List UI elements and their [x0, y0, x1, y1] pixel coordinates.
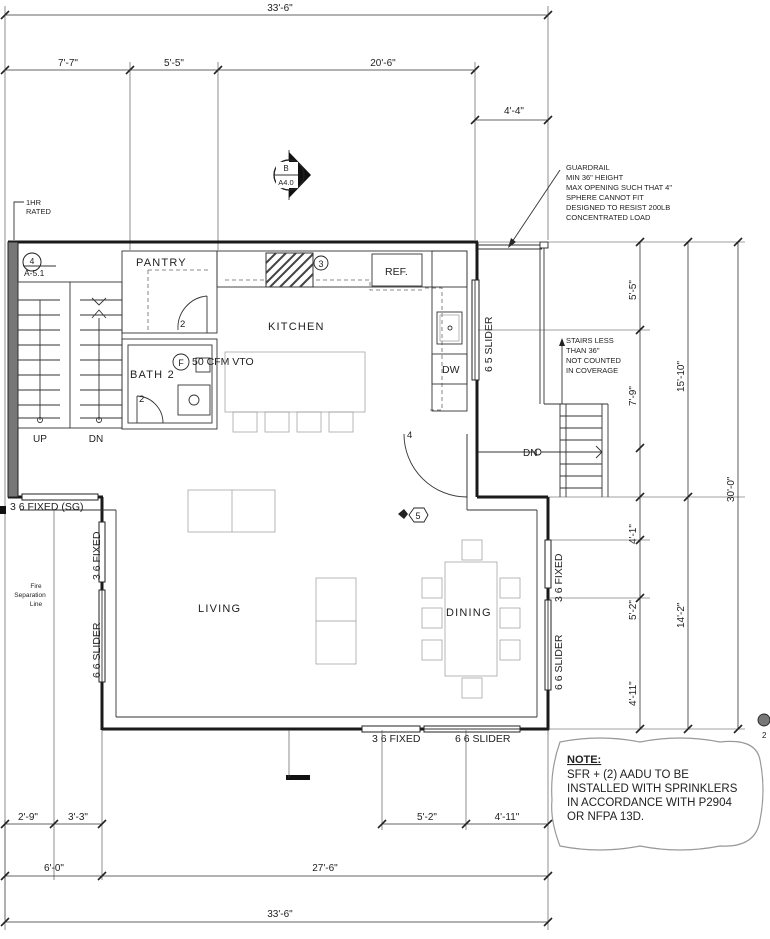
kitchen-slider-label: 6 5 SLIDER	[483, 316, 495, 372]
bath-door-size: 2	[139, 394, 144, 405]
rated-line-1: 1HR	[26, 198, 42, 207]
dim-bottom-left-b: 3'-3"	[68, 812, 88, 823]
dim-right-lower-total: 14'-2"	[676, 602, 687, 628]
elevation-tag-top: B	[283, 164, 288, 173]
dim-bottom-right-b: 4'-11"	[495, 812, 520, 823]
section-tag: 4 A-5.1	[22, 252, 56, 278]
rated-line-2: RATED	[26, 207, 51, 216]
deck-stairs-dn-label: DN	[523, 448, 537, 459]
rated-wall	[7, 241, 19, 498]
dim-right-lower-a: 4'-1"	[628, 524, 639, 544]
deck: DN STAIRS LESS THAN 36" NOT COUNTED IN C…	[478, 241, 621, 497]
stairs-note-line-4: IN COVERAGE	[566, 366, 618, 375]
window-top-left-label: 3 6 FIXED (SG)	[10, 501, 84, 513]
rated-note: 1HR RATED	[13, 198, 51, 240]
window-right-fixed-label: 3 6 FIXED	[553, 553, 565, 602]
stairs-up-label: UP	[33, 434, 47, 445]
detail-tag-right-text: 2	[762, 731, 767, 740]
dw-label: DW	[442, 364, 460, 376]
window-left-fixed-label: 3 6 FIXED	[91, 531, 103, 580]
stairs-note-line-1: STAIRS LESS	[566, 336, 614, 345]
note-line-1: SFR + (2) AADU TO BE	[567, 769, 689, 781]
section-tag-bottom: A-5.1	[24, 268, 45, 278]
note-line-3: IN ACCORDANCE WITH P2904	[567, 797, 732, 809]
fire-sep-line-1: Fire	[30, 583, 42, 590]
pantry-label: PANTRY	[136, 257, 187, 269]
interior-stairs: UP DN	[17, 281, 123, 445]
guardrail-note-line-3: MAX OPENING SUCH THAT 4"	[566, 183, 672, 192]
note-line-4: OR NFPA 13D.	[567, 811, 644, 823]
ref-label: REF.	[385, 266, 408, 278]
pantry: PANTRY 2	[121, 250, 218, 334]
dim-top-seg-2: 5'-5"	[164, 58, 184, 69]
dimensions-right: 5'-5" 7'-9" 4'-1" 5'-2" 4'-11" 15'-10" 1…	[478, 237, 745, 734]
pantry-door-size: 2	[180, 319, 185, 330]
dim-right-upper-b: 7'-9"	[628, 386, 639, 406]
note-line-2: INSTALLED WITH SPRINKLERS	[567, 783, 738, 795]
dim-bottom-total-left: 6'-0"	[44, 863, 64, 874]
window-bottom-slider-label: 6 6 SLIDER	[455, 733, 511, 745]
stairs-note-line-3: NOT COUNTED	[566, 356, 621, 365]
tag-5: 5	[415, 511, 420, 521]
bath-2: F 50 CFM VTO BATH 2 2	[121, 338, 254, 430]
dim-right-upper-total: 15'-10"	[676, 361, 687, 392]
dimension-deck-width: 4'-4"	[470, 106, 553, 125]
dim-overall-top-text: 33'-6"	[267, 3, 293, 14]
dimension-overall-top: 33'-6"	[0, 3, 553, 240]
kitchen-label: KITCHEN	[268, 321, 325, 333]
range-hatch	[265, 252, 314, 288]
dining-label: DINING	[446, 607, 492, 619]
window-bottom-fixed-label: 3 6 FIXED	[372, 733, 421, 745]
section-mark-bottom	[286, 775, 310, 780]
fire-separation: Fire Separation Line	[0, 30, 103, 920]
main-door-size: 4	[407, 430, 412, 441]
fire-sep-line-3: Line	[30, 601, 43, 608]
bath-label: BATH 2	[130, 369, 175, 381]
window-left-slider-label: 6 6 SLIDER	[91, 622, 103, 678]
note-title: NOTE:	[567, 754, 601, 766]
dim-bottom-right-a: 5'-2"	[417, 812, 437, 823]
kitchen: 3 REF. DW KITCHEN 4	[216, 250, 468, 498]
dimension-top-segments: 7'-7" 5'-5" 20'-6"	[0, 58, 480, 250]
living-dining: LIVING DINING 5	[187, 489, 521, 699]
dimensions-bottom: 2'-9" 3'-3" 5'-2" 4'-11" 6'-0" 27'-6" 33…	[0, 730, 553, 930]
dim-right-overall: 30'-0"	[726, 476, 737, 502]
dim-top-seg-3: 20'-6"	[370, 58, 396, 69]
windows: 3 6 FIXED (SG) 3 6 FIXED 6 6 SLIDER 3 6 …	[10, 493, 565, 745]
fire-sep-line-2: Separation	[14, 592, 46, 599]
guardrail-note-line-6: CONCENTRATED LOAD	[566, 213, 651, 222]
dim-overall-bottom: 33'-6"	[267, 909, 293, 920]
dim-right-lower-c: 4'-11"	[628, 681, 639, 706]
stairs-note-line-2: THAN 36"	[566, 346, 600, 355]
vent-symbol: F	[178, 358, 184, 368]
note-box: NOTE: SFR + (2) AADU TO BE INSTALLED WIT…	[551, 737, 764, 851]
living-label: LIVING	[198, 603, 241, 615]
dim-bottom-total-right: 27'-6"	[312, 863, 338, 874]
guardrail-note: GUARDRAIL MIN 36" HEIGHT MAX OPENING SUC…	[508, 163, 672, 248]
vent-label: 50 CFM VTO	[192, 356, 254, 368]
dim-right-lower-b: 5'-2"	[628, 600, 639, 620]
dim-deck-width: 4'-4"	[504, 106, 524, 117]
dim-bottom-left-a: 2'-9"	[18, 812, 38, 823]
dim-top-seg-1: 7'-7"	[58, 58, 78, 69]
guardrail-note-line-4: SPHERE CANNOT FIT	[566, 193, 644, 202]
guardrail-note-line-2: MIN 36" HEIGHT	[566, 173, 624, 182]
stairs-dn-label: DN	[89, 434, 103, 445]
guardrail-note-line-1: GUARDRAIL	[566, 163, 610, 172]
detail-tag-right: 2	[757, 713, 770, 740]
elevation-tag: B A4.0	[273, 150, 311, 200]
tag-3: 3	[318, 259, 323, 269]
section-tag-top: 4	[30, 256, 35, 266]
dim-right-upper-a: 5'-5"	[628, 280, 639, 300]
elevation-tag-bottom: A4.0	[278, 178, 293, 187]
guardrail-note-line-5: DESIGNED TO RESIST 200LB	[566, 203, 670, 212]
window-right-slider-label: 6 6 SLIDER	[553, 634, 565, 690]
